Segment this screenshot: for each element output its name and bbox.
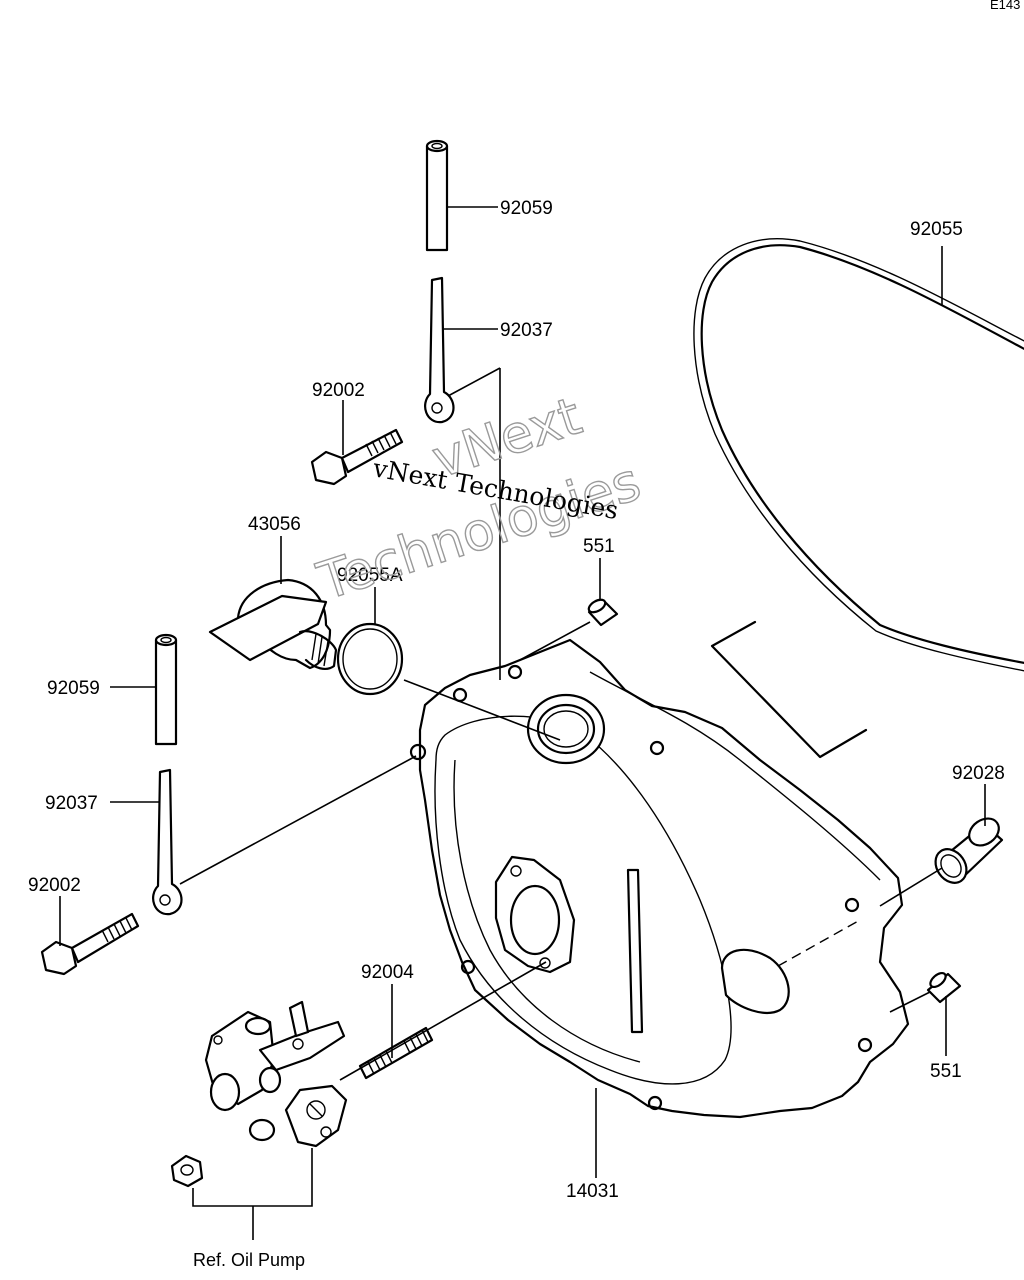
- dowel-551-top: [587, 598, 619, 627]
- callout-92028: 92028: [952, 763, 1005, 784]
- bolt-92002-left: [40, 912, 140, 976]
- ref-oil-pump-label: Ref. Oil Pump: [193, 1250, 305, 1270]
- oil-pump: [204, 1000, 348, 1148]
- crankcase-cover: [409, 638, 910, 1119]
- bolt-92002-top: [310, 428, 404, 486]
- callout-92037-top: 92037: [500, 320, 553, 341]
- callout-551-top: 551: [583, 536, 615, 557]
- dowel-551-right: [926, 971, 962, 1004]
- drive-belt: [693, 238, 1024, 672]
- stud-92004: [358, 1026, 434, 1080]
- callout-92055A: 92055A: [337, 565, 403, 586]
- assembly-lines: [179, 367, 943, 1081]
- callout-92002-top: 92002: [312, 380, 365, 401]
- diagram-code: E143: [990, 0, 1020, 12]
- watermark: vNext Technologies vNext Technologies: [310, 386, 649, 614]
- callout-92037-left: 92037: [45, 793, 98, 814]
- callout-43056: 43056: [248, 514, 301, 535]
- callout-leaders: [59, 206, 986, 1240]
- callout-92059-left: 92059: [47, 678, 100, 699]
- callout-14031: 14031: [566, 1181, 619, 1202]
- clamp-92037-left: [152, 768, 183, 916]
- filler-cap-43056: [208, 578, 338, 670]
- clamp-92037-top: [424, 276, 455, 424]
- pipe-92059-left: [154, 633, 178, 746]
- callout-92055: 92055: [910, 219, 963, 240]
- callout-551-right: 551: [930, 1061, 962, 1082]
- callout-labels: 92059 92055 92037 92002 43056 92055A 551…: [28, 198, 1005, 1270]
- callout-92004: 92004: [361, 962, 414, 983]
- oil-pump-nut: [170, 1154, 204, 1188]
- pipe-92059-top: [425, 139, 449, 252]
- callout-92059-top: 92059: [500, 198, 553, 219]
- callout-92002-left: 92002: [28, 875, 81, 896]
- belt-guide-lines: [710, 620, 868, 759]
- o-ring-92055A: [336, 622, 404, 696]
- bushing-92028: [934, 817, 1004, 884]
